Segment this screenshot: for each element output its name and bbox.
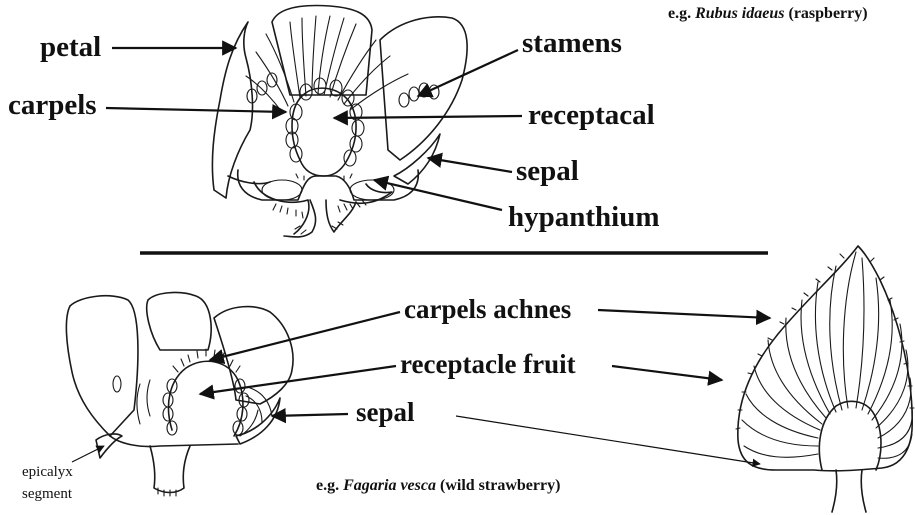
strawberry-flower-drawing <box>66 293 293 496</box>
label-carpels-achnes: carpels achnes <box>404 294 571 324</box>
label-epicalyx-1: epicalyx <box>22 464 73 480</box>
label-receptacle-fruit: receptacle fruit <box>400 349 576 379</box>
label-receptacle: receptacal <box>528 99 655 131</box>
strawberry-fruit-drawing <box>736 246 914 512</box>
arrow-carpels-flower <box>210 312 400 360</box>
caption-strawberry: e.g. Fagaria vesca (wild strawberry) <box>316 477 560 494</box>
arrow-sepal-top <box>428 158 512 172</box>
caption-raspberry: e.g. Rubus idaeus (raspberry) <box>668 5 868 22</box>
arrow-hypanthium <box>374 180 502 210</box>
label-carpels: carpels <box>8 89 97 121</box>
label-hypanthium: hypanthium <box>508 201 660 233</box>
raspberry-flower-drawing <box>212 6 467 237</box>
label-stamens: stamens <box>522 27 622 59</box>
label-epicalyx-2: segment <box>22 486 73 502</box>
arrow-receptacle-fruit <box>612 366 722 380</box>
arrow-sepal-fruit <box>456 416 760 464</box>
label-sepal-bottom: sepal <box>356 397 415 427</box>
arrow-receptacle <box>334 116 522 118</box>
arrow-achenes-fruit <box>598 310 770 318</box>
label-petal: petal <box>40 31 101 63</box>
label-sepal-top: sepal <box>516 155 579 187</box>
arrow-stamens <box>418 50 518 96</box>
arrow-carpels <box>106 108 286 112</box>
arrow-sepal-flower <box>272 414 348 416</box>
